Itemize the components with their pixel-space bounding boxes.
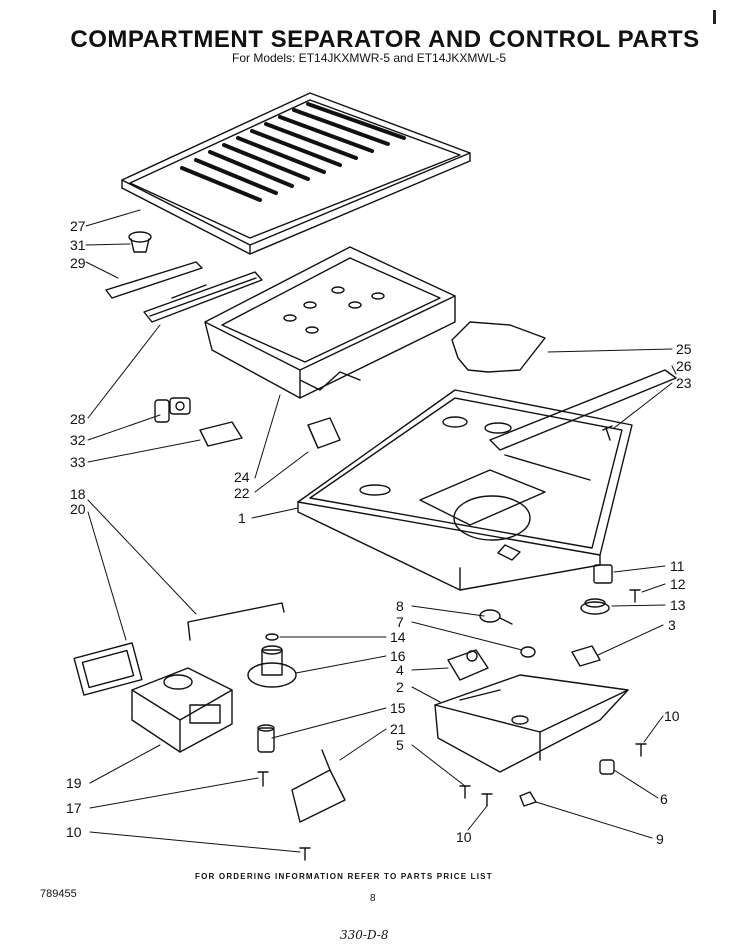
callout-3: 3 [668, 617, 676, 633]
tray-housing-part [204, 246, 456, 399]
callout-13: 13 [670, 597, 686, 613]
slide-rail-part [143, 271, 263, 323]
thermostat-part [593, 564, 613, 584]
gasket-part [73, 642, 143, 696]
shelf-grille-part [121, 92, 471, 255]
callout-6: 6 [660, 791, 668, 807]
callout-18: 18 [70, 486, 86, 502]
base-screw-part [459, 785, 471, 799]
callout-17: 17 [66, 800, 82, 816]
callout-10-right: 10 [664, 708, 680, 724]
thumb-screw-part [479, 609, 513, 625]
cap-part [599, 759, 615, 775]
sensor-part [154, 397, 191, 423]
control-housing-part [131, 667, 233, 753]
control-knob-part [247, 645, 297, 688]
callout-16: 16 [390, 648, 406, 664]
callout-2: 2 [396, 679, 404, 695]
callout-32: 32 [70, 432, 86, 448]
page-edge-mark [713, 10, 716, 24]
shaft-part [257, 724, 275, 753]
models-subtitle: For Models: ET14JKXMWR-5 and ET14JKXMWL-… [232, 51, 507, 65]
callout-15: 15 [390, 700, 406, 716]
leader-lines [85, 209, 677, 853]
side-screw-part [629, 589, 641, 603]
callout-29: 29 [70, 255, 86, 271]
capillary-tube-part [187, 602, 285, 641]
callout-22: 22 [234, 485, 250, 501]
callout-8: 8 [396, 598, 404, 614]
clip-ring-part [265, 633, 279, 641]
callout-9: 9 [656, 831, 664, 847]
separator-panel-part [297, 389, 633, 591]
page-title: COMPARTMENT SEPARATOR AND CONTROL PARTS [70, 26, 700, 53]
callout-26: 26 [676, 358, 692, 374]
callout-23: 23 [676, 375, 692, 391]
plate-part [451, 321, 546, 373]
bracket-part [291, 749, 346, 823]
lower-screw-part [299, 847, 311, 861]
small-screw-part [602, 425, 613, 441]
callout-25: 25 [676, 341, 692, 357]
callout-4: 4 [396, 662, 404, 678]
callout-10-left: 10 [66, 824, 82, 840]
base-screw-part-2 [481, 793, 493, 807]
callout-1: 1 [238, 510, 246, 526]
bar-part [105, 261, 203, 299]
callout-21: 21 [390, 721, 406, 737]
switch-part [571, 645, 601, 667]
screw-part [257, 771, 269, 787]
callout-5: 5 [396, 737, 404, 753]
callout-28: 28 [70, 411, 86, 427]
callout-19: 19 [66, 775, 82, 791]
strip-part [489, 369, 677, 451]
callout-12: 12 [670, 576, 686, 592]
dial-part [580, 598, 610, 615]
clip-part [199, 421, 243, 447]
grommet-part [520, 646, 536, 658]
foot-part [519, 791, 537, 807]
callout-7: 7 [396, 614, 404, 630]
page-number: 8 [370, 893, 376, 904]
callout-11: 11 [670, 558, 685, 574]
callout-27: 27 [70, 218, 86, 234]
callout-14: 14 [390, 629, 406, 645]
block-part [307, 417, 341, 449]
knob-part [128, 231, 152, 253]
control-box-part [434, 674, 629, 773]
damper-part [447, 649, 489, 681]
callout-10-bottom: 10 [456, 829, 472, 845]
callout-24: 24 [234, 469, 250, 485]
callout-31: 31 [70, 237, 86, 253]
right-screw-part [635, 743, 647, 757]
callout-33: 33 [70, 454, 86, 470]
document-number: 789455 [40, 888, 77, 900]
handwritten-note: 330-D-8 [340, 928, 389, 942]
callout-20: 20 [70, 501, 86, 517]
ordering-note: FOR ORDERING INFORMATION REFER TO PARTS … [195, 872, 493, 881]
